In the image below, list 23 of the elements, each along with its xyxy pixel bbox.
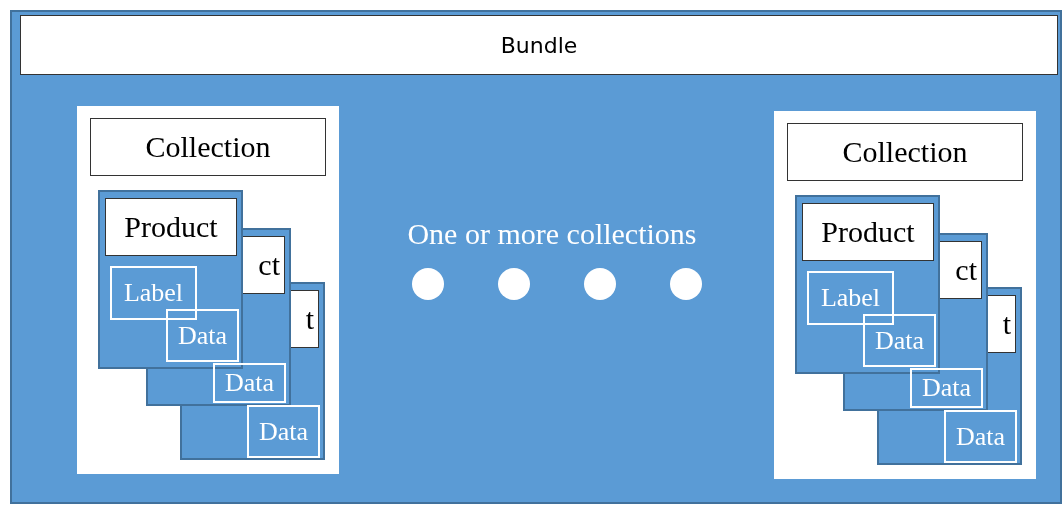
header-box: Bundle xyxy=(20,15,1058,75)
header-box: Collection xyxy=(90,118,326,176)
data-box: Data xyxy=(166,309,239,362)
data-box: Data xyxy=(944,410,1017,463)
bundle-panel xyxy=(10,10,1062,504)
collection-panel xyxy=(774,111,1036,479)
product-card-stack xyxy=(98,190,325,460)
collection-panel xyxy=(77,106,339,474)
product-card-stack xyxy=(795,195,1022,465)
data-box: Data xyxy=(247,405,320,458)
product-box: Product xyxy=(802,203,934,261)
label-box: Label xyxy=(110,266,197,320)
product-box: ct xyxy=(940,241,982,299)
product-box: Product xyxy=(105,198,237,256)
product-box: t xyxy=(291,290,319,348)
product-box: t xyxy=(988,295,1016,353)
header-box: Collection xyxy=(787,123,1023,181)
product-box: ct xyxy=(243,236,285,294)
label-box: Label xyxy=(807,271,894,325)
data-box: Data xyxy=(213,363,286,403)
data-box: Data xyxy=(910,368,983,408)
caption-text: One or more collections xyxy=(406,217,698,252)
data-box: Data xyxy=(863,314,936,367)
